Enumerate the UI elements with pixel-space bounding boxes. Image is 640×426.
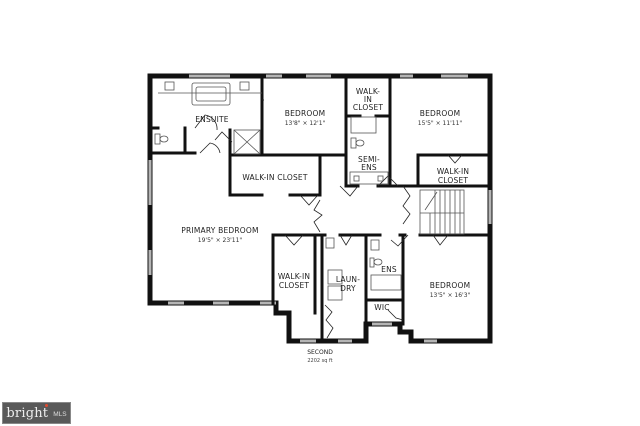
room-label-walkin-closet-primary: WALK-IN CLOSET (242, 173, 308, 182)
interior-walls (148, 74, 492, 343)
room-label-bedroom-1: BEDROOM (284, 109, 326, 118)
room-label-walkin-closet-top-3: CLOSET (352, 103, 384, 112)
room-label-bedroom-3: BEDROOM (429, 281, 471, 290)
room-dims-bedroom-2: 15'5" × 11'11" (417, 120, 463, 127)
room-label-wic: WIC (374, 303, 390, 312)
door-swings (194, 99, 463, 339)
room-label-semi-ens-2: ENS (361, 163, 377, 172)
room-label-ens: ENS (381, 265, 397, 274)
bright-mls-logo: bright MLS (2, 402, 71, 424)
room-label-walkin-closet-right-2: CLOSET (437, 176, 469, 185)
logo-dot-icon (45, 403, 49, 407)
windows (148, 74, 492, 343)
room-label-primary-bedroom: PRIMARY BEDROOM (181, 226, 259, 235)
fixtures (154, 81, 465, 301)
room-label-walkin-closet-top-2: IN (363, 95, 373, 104)
room-label-walkin-closet-right-1: WALK-IN (436, 167, 470, 176)
logo-main-text: bright (6, 405, 49, 421)
floor-name: SECOND (307, 349, 333, 356)
room-label-ensuite: ENSUITE (195, 115, 229, 124)
room-label-laundry-1: LAUN- (335, 275, 361, 284)
room-label-bedroom-2: BEDROOM (419, 109, 461, 118)
floor-area: 2202 sq ft (307, 358, 333, 364)
room-dims-bedroom-1: 13'8" × 12'1" (284, 120, 326, 127)
room-label-walkin-closet-lower-2: CLOSET (278, 281, 310, 290)
room-dims-bedroom-3: 13'5" × 16'3" (429, 292, 471, 299)
room-label-walkin-closet-top-1: WALK- (355, 87, 381, 96)
room-dims-primary-bedroom: 19'5" × 23'11" (197, 237, 243, 244)
room-label-laundry-2: DRY (340, 284, 356, 293)
room-label-semi-ens-1: SEMI- (358, 155, 380, 164)
room-label-walkin-closet-lower-1: WALK-IN (277, 272, 311, 281)
logo-sub-text: MLS (53, 411, 67, 418)
